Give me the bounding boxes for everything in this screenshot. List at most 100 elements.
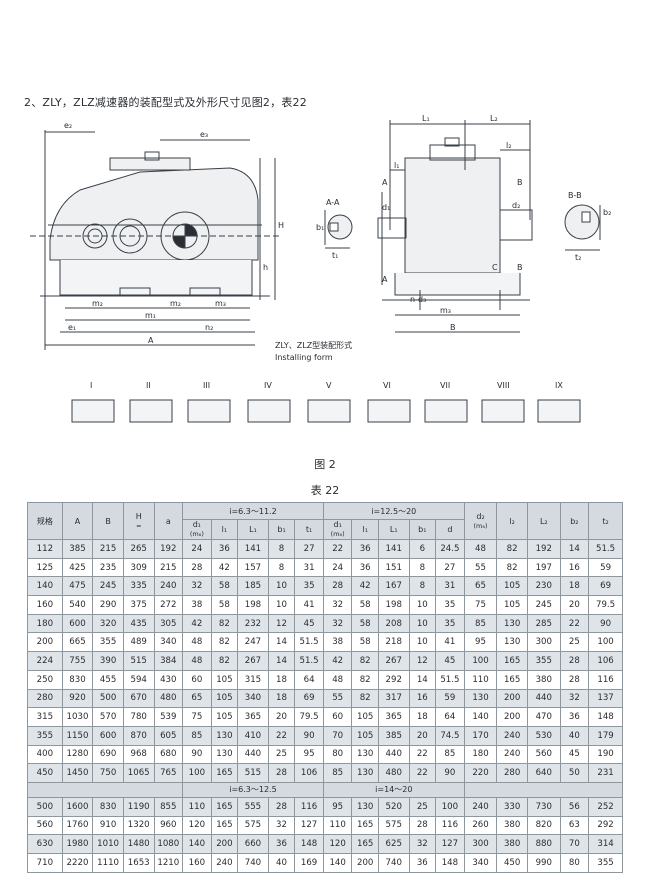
- table-cell: 36: [267, 834, 296, 854]
- table-cell: 160: [182, 853, 212, 873]
- table-cell: 500: [92, 688, 124, 709]
- label-e3: e₃: [200, 130, 208, 139]
- table-cell: 1980: [61, 834, 94, 854]
- table-cell: 18: [408, 707, 437, 727]
- table-cell: 665: [61, 632, 94, 653]
- table-cell: 80: [322, 744, 353, 765]
- table-cell: 200: [496, 688, 528, 709]
- table-cell: 730: [526, 796, 561, 817]
- table-cell: 58: [351, 613, 379, 634]
- table-cell: 140: [322, 853, 353, 873]
- table-cell: 1653: [122, 853, 155, 873]
- table-cell: 179: [588, 725, 623, 746]
- table-cell: 82: [351, 669, 379, 690]
- table-cell: 530: [526, 725, 561, 746]
- table-cell: 36: [351, 557, 379, 578]
- table-cell: 82: [351, 688, 379, 709]
- table-cell: 968: [122, 744, 155, 765]
- label-B-lower: B: [517, 263, 523, 272]
- table-cell: 830: [92, 796, 124, 817]
- table-cell: 32: [322, 595, 353, 615]
- table-cell: 1065: [122, 763, 155, 783]
- table-cell: 31: [294, 557, 324, 578]
- table-cell: 355: [526, 651, 561, 671]
- form-I: I: [90, 381, 92, 390]
- table-cell: 90: [588, 613, 623, 634]
- table-header-row-1: 规格 A B H≈ a i=6.3～11.2 i=12.5～20 d₂(m₆) …: [27, 502, 623, 540]
- table-cell: 90: [294, 725, 324, 746]
- table-cell: 140: [27, 576, 63, 597]
- table-cell: 540: [61, 595, 94, 615]
- table-cell: 280: [27, 688, 63, 709]
- label-e2: e₂: [64, 121, 72, 130]
- table-cell: 515: [122, 651, 155, 671]
- table-cell: 36: [559, 707, 590, 727]
- table-cell: 116: [435, 815, 465, 836]
- table-cell: 110: [322, 815, 353, 836]
- table-cell: 105: [496, 595, 528, 615]
- table-cell: 8: [267, 557, 296, 578]
- table-cell: 1010: [92, 834, 124, 854]
- table-cell: 1600: [61, 796, 94, 817]
- col-t2: t₂: [588, 502, 623, 540]
- table-cell: 58: [210, 576, 239, 597]
- table-cell: 105: [210, 669, 239, 690]
- table-cell: 245: [92, 576, 124, 597]
- table-cell: 385: [61, 539, 94, 559]
- table-cell: 165: [210, 815, 239, 836]
- table-cell: 40: [267, 853, 296, 873]
- table-cell: 20: [408, 725, 437, 746]
- table-cell: 64: [435, 707, 465, 727]
- table-cell: 218: [377, 632, 410, 653]
- table-cell: 59: [435, 688, 465, 709]
- table-cell: 320: [92, 613, 124, 634]
- table-cell: 192: [153, 539, 184, 559]
- table-cell: 148: [588, 707, 623, 727]
- table-cell: 100: [463, 651, 498, 671]
- table-cell: 515: [237, 763, 269, 783]
- group-ratio-3: i=6.3～12.5: [182, 781, 324, 798]
- col-spec: 规格: [27, 502, 63, 540]
- col-L1-g1: L₁: [237, 519, 269, 540]
- label-m2-left: m₂: [92, 299, 103, 308]
- label-t2: t₂: [575, 253, 581, 262]
- table-cell: 110: [182, 796, 212, 817]
- table-cell: 750: [92, 763, 124, 783]
- table-cell: 25: [559, 632, 590, 653]
- table-cell: 38: [182, 595, 212, 615]
- table-cell: 10: [267, 576, 296, 597]
- table-cell: 235: [92, 557, 124, 578]
- label-d2: d₂: [512, 201, 520, 210]
- group-ratio-4: i=14～20: [322, 781, 465, 798]
- table-cell: 1760: [61, 815, 94, 836]
- table-cell: 755: [61, 651, 94, 671]
- table-cell: 300: [526, 632, 561, 653]
- table-cell: 870: [122, 725, 155, 746]
- col-L1-g2: L₁: [377, 519, 410, 540]
- table-cell: 425: [61, 557, 94, 578]
- table-cell: 292: [588, 815, 623, 836]
- table-cell: 35: [294, 576, 324, 597]
- table-cell: 82: [496, 539, 528, 559]
- table-cell: 106: [588, 651, 623, 671]
- table-cell: 35: [435, 595, 465, 615]
- table-cell: 32: [182, 576, 212, 597]
- table-cell: 24.5: [435, 539, 465, 559]
- form-VI: VI: [383, 381, 391, 390]
- table-cell: 41: [435, 632, 465, 653]
- table-cell: 116: [588, 669, 623, 690]
- table-cell: 1320: [122, 815, 155, 836]
- col-l1-g2: l₁: [351, 519, 379, 540]
- table-cell: 18: [267, 669, 296, 690]
- table-cell: 340: [153, 632, 184, 653]
- table-header-row-2: d₁(m₆) l₁ L₁ b₁ t₁ d₁(m₆) l₁ L₁ b₁ d: [28, 519, 623, 540]
- table-cell: 82: [210, 613, 239, 634]
- label-L1: L₁: [422, 114, 430, 123]
